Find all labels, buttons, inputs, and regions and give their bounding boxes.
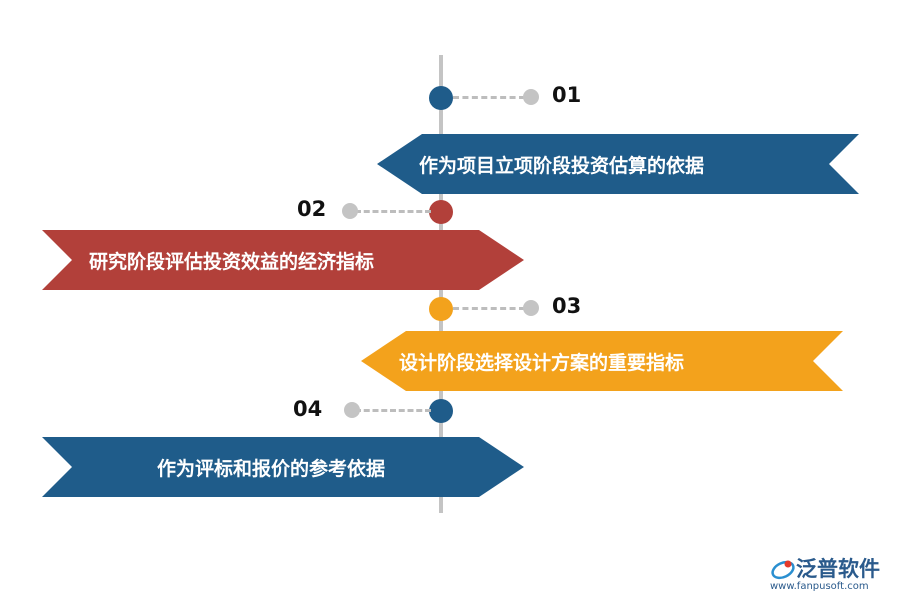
step-3-banner: 设计阶段选择设计方案的重要指标 <box>361 331 843 391</box>
step-1-connector <box>453 96 525 99</box>
step-2-banner: 研究阶段评估投资效益的经济指标 <box>42 230 524 290</box>
step-2-number: 02 <box>297 197 327 221</box>
step-1-node <box>429 86 453 110</box>
step-4-banner: 作为评标和报价的参考依据 <box>42 437 524 497</box>
step-3-node <box>429 297 453 321</box>
step-1-banner: 作为项目立项阶段投资估算的依据 <box>377 134 859 194</box>
step-2-connector <box>355 210 431 213</box>
step-1-label: 作为项目立项阶段投资估算的依据 <box>419 154 705 177</box>
step-2-node <box>429 200 453 224</box>
fanpu-logo-icon <box>771 560 795 580</box>
step-3-end-dot <box>523 300 539 316</box>
step-2-label: 研究阶段评估投资效益的经济指标 <box>89 250 375 273</box>
step-3-label: 设计阶段选择设计方案的重要指标 <box>399 351 685 374</box>
logo-url: www.fanpusoft.com <box>770 581 869 592</box>
step-4-connector <box>355 409 431 412</box>
step-4-end-dot <box>344 402 360 418</box>
step-3-number: 03 <box>552 294 582 318</box>
step-1-end-dot <box>523 89 539 105</box>
step-4-label: 作为评标和报价的参考依据 <box>157 457 386 480</box>
step-4-node <box>429 399 453 423</box>
step-1-number: 01 <box>552 83 582 107</box>
logo-name: 泛普软件 <box>796 557 880 581</box>
step-4-number: 04 <box>293 397 323 421</box>
step-3-connector <box>453 307 525 310</box>
fanpu-logo: 泛普软件 www.fanpusoft.com <box>770 553 896 597</box>
step-2-end-dot <box>342 203 358 219</box>
